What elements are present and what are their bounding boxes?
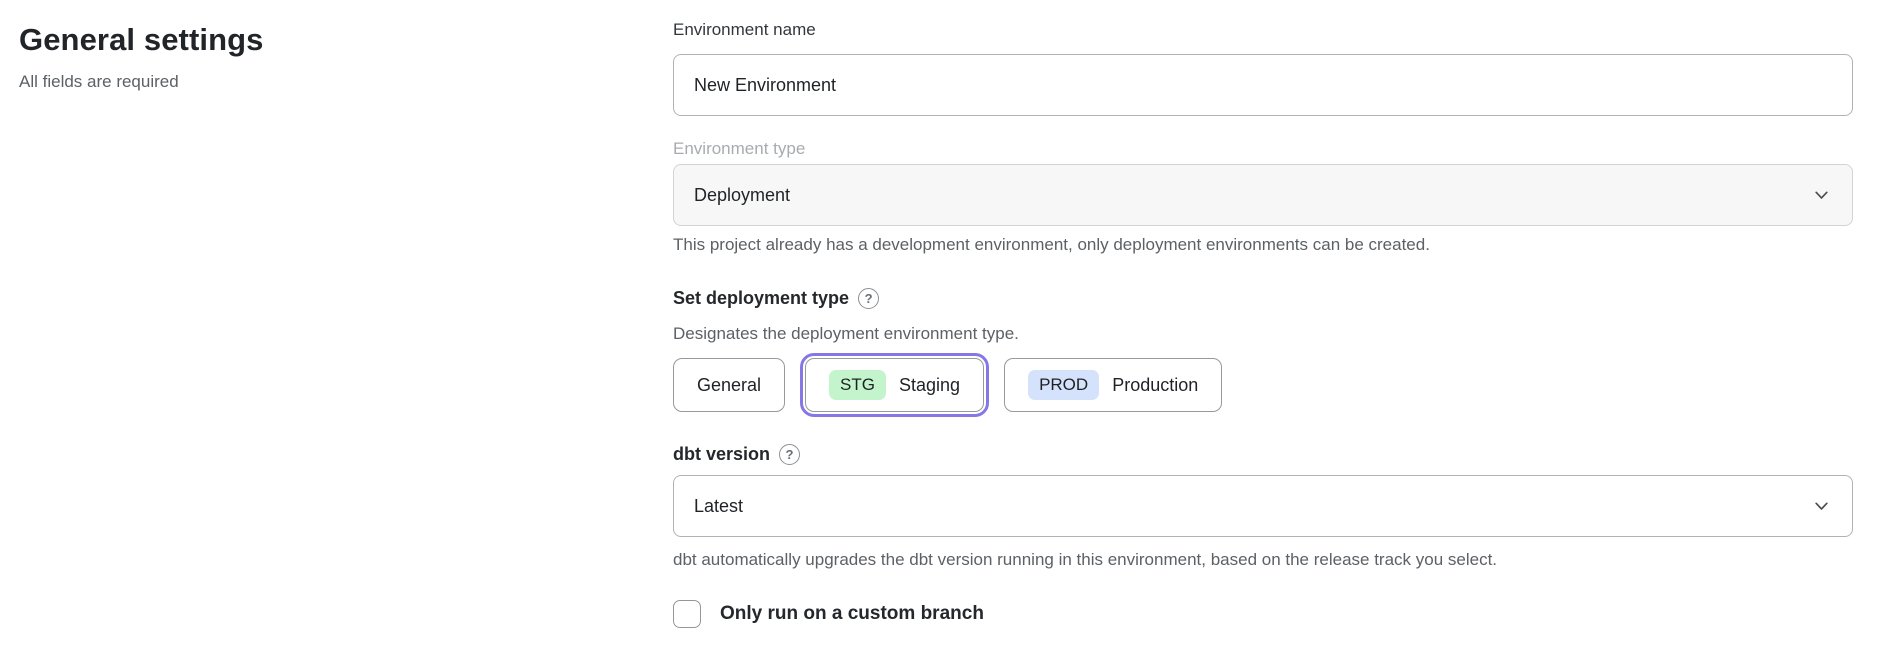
deployment-type-general-button[interactable]: General bbox=[673, 358, 786, 412]
deployment-type-label: Set deployment type bbox=[673, 288, 850, 308]
deployment-type-production-button[interactable]: PROD Production bbox=[1004, 358, 1223, 412]
environment-type-helper: This project already has a development e… bbox=[673, 235, 1430, 254]
environment-type-select[interactable]: Deployment bbox=[673, 164, 1853, 226]
production-button-label: Production bbox=[1112, 374, 1199, 395]
environment-name-input[interactable] bbox=[673, 54, 1853, 116]
environment-type-label: Environment type bbox=[673, 139, 806, 158]
help-icon[interactable]: ? bbox=[779, 443, 801, 465]
stg-badge: STG bbox=[829, 370, 886, 400]
dbt-version-select[interactable]: Latest bbox=[673, 475, 1853, 537]
environment-settings-form: Environment name Environment type Deploy… bbox=[673, 20, 1853, 628]
chevron-down-icon bbox=[1813, 498, 1830, 515]
deployment-type-staging-button[interactable]: STG Staging bbox=[800, 353, 990, 417]
page-title: General settings bbox=[19, 22, 264, 57]
help-icon[interactable]: ? bbox=[858, 287, 880, 309]
deployment-type-section-label: Set deployment type ? bbox=[673, 286, 1853, 310]
prod-badge: PROD bbox=[1028, 370, 1100, 400]
chevron-down-icon bbox=[1813, 187, 1830, 204]
dbt-version-label: dbt version bbox=[673, 444, 771, 464]
deployment-type-description: Designates the deployment environment ty… bbox=[673, 324, 1019, 343]
custom-branch-row: Only run on a custom branch bbox=[673, 600, 1853, 628]
dbt-version-helper: dbt automatically upgrades the dbt versi… bbox=[673, 550, 1498, 569]
custom-branch-label[interactable]: Only run on a custom branch bbox=[720, 603, 984, 624]
environment-type-value: Deployment bbox=[694, 184, 791, 205]
dbt-version-section-label: dbt version ? bbox=[673, 442, 1853, 466]
custom-branch-checkbox[interactable] bbox=[673, 600, 701, 628]
dbt-version-value: Latest bbox=[694, 495, 744, 516]
settings-header: General settings All fields are required bbox=[19, 22, 619, 92]
environment-name-label: Environment name bbox=[673, 20, 816, 39]
general-button-label: General bbox=[697, 374, 762, 395]
staging-button-label: Staging bbox=[899, 374, 961, 395]
page-subtitle: All fields are required bbox=[19, 71, 179, 91]
deployment-type-options: General STG Staging PROD Production bbox=[673, 353, 1853, 417]
